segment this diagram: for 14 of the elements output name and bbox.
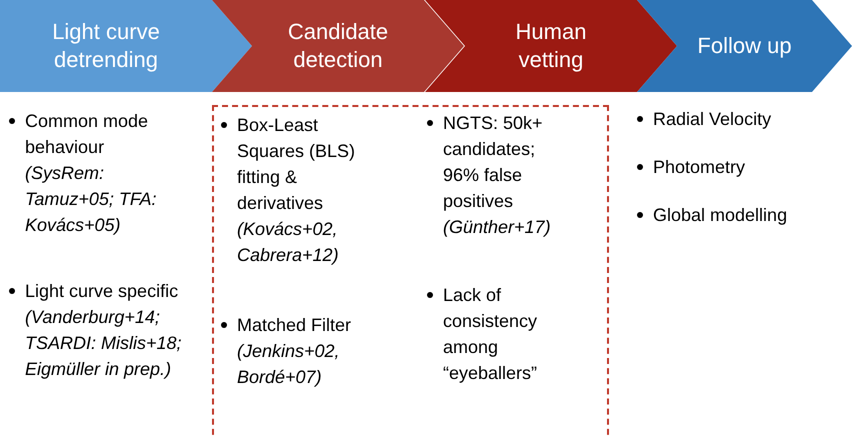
stage-title: Human vetting xyxy=(514,18,588,74)
bullet-text: Box-Least Squares (BLS) fitting & derivatives (Kovács+02, Cabrera+12) xyxy=(237,114,356,267)
stage-title: Follow up xyxy=(697,32,792,60)
bullet-text: Light curve specific (Vanderburg+14; TSARDI: Mislis+18; Eigmüller in prep.) xyxy=(25,280,183,381)
stage-title: Light curve detrending xyxy=(51,18,161,74)
bullet-text: NGTS: 50k+ candidates; 96% false positives (Günther+17) xyxy=(443,112,552,239)
bullet-text: Common mode behaviour (SysRem: Tamuz+05; TFA: Kovács+05) xyxy=(25,110,158,237)
stage-title: Candidate detection xyxy=(286,18,390,74)
bullet-text: Radial Velocity xyxy=(653,108,772,131)
bullet-text: Matched Filter (Jenkins+02, Bordé+07) xyxy=(237,314,352,389)
bullet-text: Global modelling xyxy=(653,204,788,227)
bullet-text: Lack of consistency among “eyeballers” xyxy=(443,284,538,385)
bullet-text: Photometry xyxy=(653,156,746,179)
dashed-outline xyxy=(212,105,609,436)
